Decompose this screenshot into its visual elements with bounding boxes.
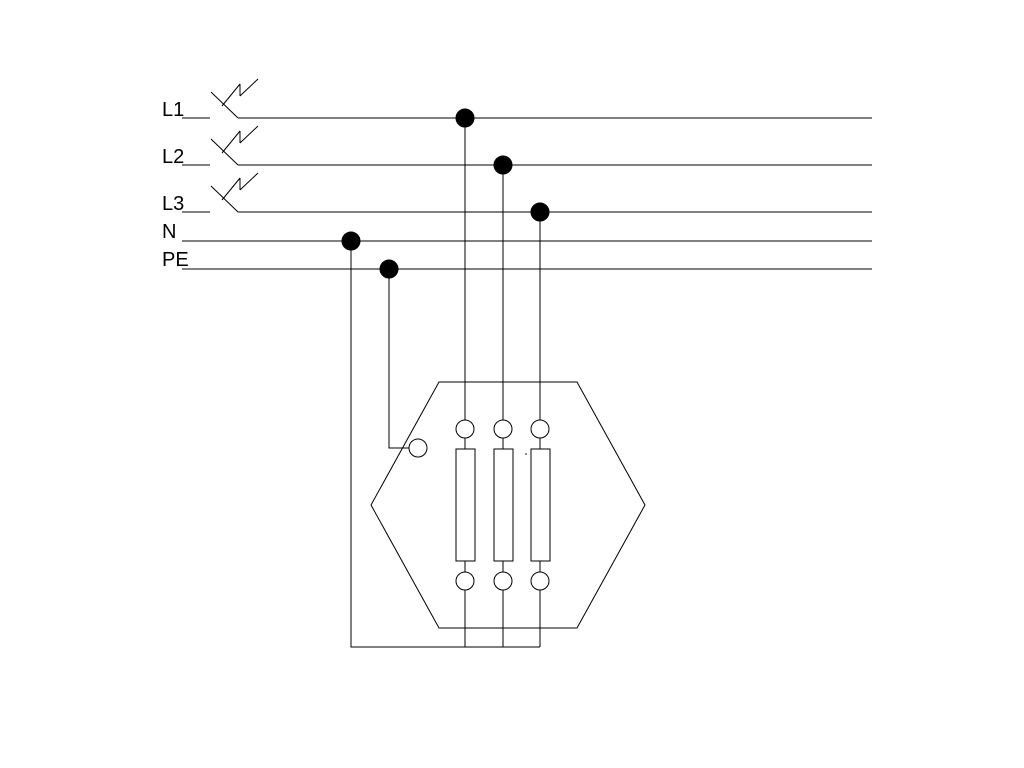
neutral-return-wire: [350, 241, 540, 648]
bus-l2: [182, 125, 872, 166]
load-branch-1: [455, 419, 476, 647]
resistor-element: [530, 448, 551, 562]
label-l3: L3: [162, 193, 184, 215]
ground-terminal: [408, 438, 428, 458]
drop-wire-pe: [388, 269, 409, 449]
load-branch-3: [530, 419, 551, 647]
switch-l3-icon: [210, 172, 259, 213]
load-branch-2: [493, 419, 514, 647]
stray-mark: [525, 453, 527, 455]
resistor-element: [455, 448, 476, 562]
label-l2: L2: [162, 146, 184, 168]
switch-l1-icon: [210, 78, 259, 119]
label-l1: L1: [162, 99, 184, 121]
bus-l1: [182, 78, 872, 119]
top-terminal: [530, 419, 550, 439]
switch-l2-icon: [210, 125, 259, 166]
bottom-terminal: [455, 571, 475, 591]
label-pe: PE: [162, 249, 189, 271]
resistor-element: [493, 448, 514, 562]
top-terminal: [455, 419, 475, 439]
bottom-terminal: [493, 571, 513, 591]
label-n: N: [162, 221, 176, 243]
bus-l3: [182, 172, 872, 213]
terminal-box-enclosure: [370, 381, 646, 629]
bottom-terminal: [530, 571, 550, 591]
top-terminal: [493, 419, 513, 439]
